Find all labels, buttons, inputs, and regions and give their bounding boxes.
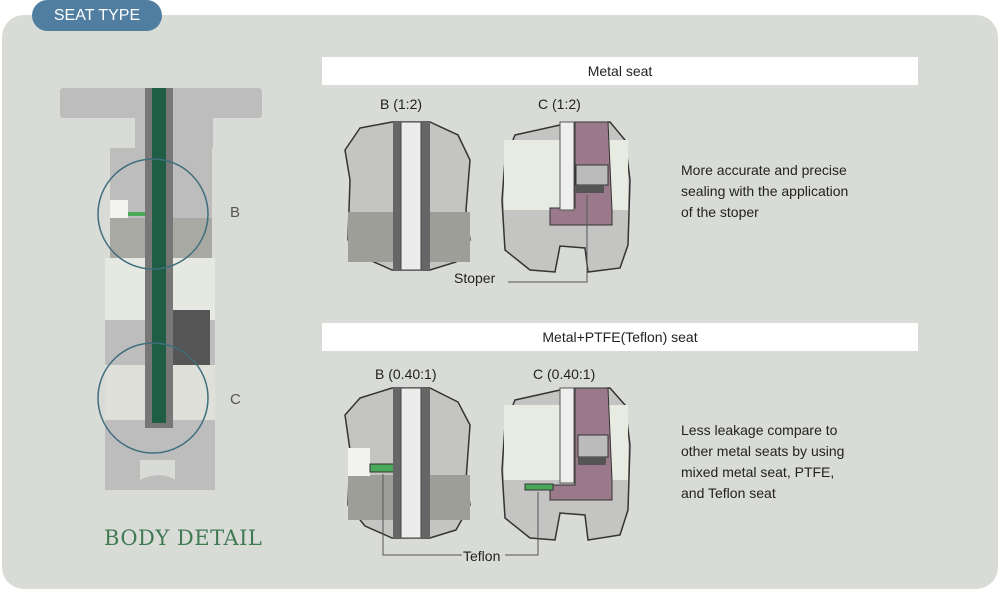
circle-label-c: C xyxy=(230,391,241,408)
body-detail-title: BODY DETAIL xyxy=(104,526,263,550)
teflon-callout: Teflon xyxy=(463,548,501,564)
description-line: sealing with the application xyxy=(681,183,849,199)
description-line: Less leakage compare to xyxy=(681,422,838,438)
stoper-callout: Stoper xyxy=(454,270,496,286)
ptfe-seat-c-label: C (0.40:1) xyxy=(533,366,596,382)
metal-seat-description: More accurate and precise sealing with t… xyxy=(681,160,911,223)
description-line: mixed metal seat, PTFE, xyxy=(681,464,835,480)
body-detail-drawing xyxy=(60,88,262,490)
description-line: and Teflon seat xyxy=(681,485,776,501)
ptfe-seat-diagram-b xyxy=(344,387,471,556)
metal-seat-diagram-b xyxy=(344,121,471,271)
metal-seat-diagram-c xyxy=(501,121,631,283)
description-line: other metal seats by using xyxy=(681,443,845,459)
description-line: More accurate and precise xyxy=(681,162,847,178)
seat-type-badge: SEAT TYPE xyxy=(32,0,162,31)
ptfe-seat-description: Less leakage compare to other metal seat… xyxy=(681,420,911,504)
ptfe-seat-diagram-c xyxy=(501,387,631,556)
ptfe-seat-b-label: B (0.40:1) xyxy=(375,366,437,382)
metal-seat-title: Metal seat xyxy=(322,57,918,85)
ptfe-seat-title: Metal+PTFE(Teflon) seat xyxy=(322,323,918,351)
description-line: of the stoper xyxy=(681,204,759,220)
circle-label-b: B xyxy=(230,204,241,221)
metal-seat-c-label: C (1:2) xyxy=(538,96,581,112)
metal-seat-b-label: B (1:2) xyxy=(380,96,423,112)
